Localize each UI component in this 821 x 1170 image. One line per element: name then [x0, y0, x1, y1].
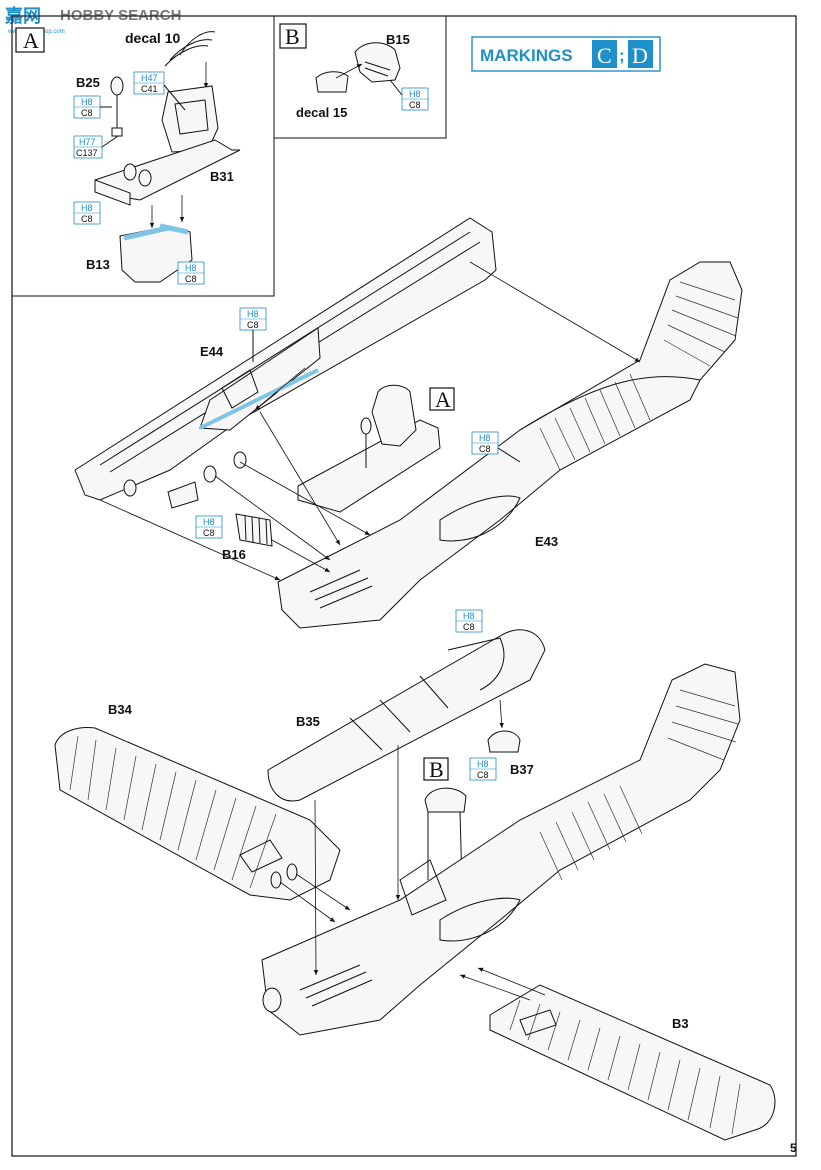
svg-text:H8: H8 — [81, 203, 93, 213]
wing-cowl-assembly: B34 B35 H8 C8 B37 H8 C8 B — [54, 609, 776, 1141]
callout-h8-c8-floor: H8 C8 — [73, 201, 101, 225]
svg-text:C8: C8 — [247, 320, 259, 330]
svg-text:C8: C8 — [479, 444, 491, 454]
left-wing-ribs — [69, 735, 277, 889]
step-a-ref-letter: A — [435, 387, 451, 412]
svg-text:C41: C41 — [141, 84, 158, 94]
fuselage-halves-assembly: E44 H8 C8 A B16 H8 C8 — [74, 217, 743, 629]
callout-h8-c8-b15: H8 C8 — [389, 79, 429, 111]
step-b-letter: B — [285, 24, 300, 49]
svg-text:C8: C8 — [463, 622, 475, 632]
svg-text:C8: C8 — [203, 528, 215, 538]
svg-text:H8: H8 — [463, 611, 475, 621]
svg-text:C8: C8 — [81, 214, 93, 224]
step-b-ref-box — [423, 757, 449, 781]
b25-label: B25 — [76, 75, 100, 90]
svg-text:H8: H8 — [409, 89, 421, 99]
b16-label: B16 — [222, 547, 246, 562]
markings-badge: MARKINGS C ; D — [471, 36, 661, 72]
svg-text:H8: H8 — [185, 263, 197, 273]
callout-h8-c8-b13: H8 C8 — [177, 261, 205, 285]
b35-label: B35 — [296, 714, 320, 729]
markings-letter-d: D — [632, 43, 648, 68]
svg-text:C8: C8 — [185, 274, 197, 284]
svg-text:C8: C8 — [409, 100, 421, 110]
svg-text:C137: C137 — [76, 148, 98, 158]
svg-text:H8: H8 — [247, 309, 259, 319]
svg-text:H8: H8 — [479, 433, 491, 443]
page-number: 5 — [790, 1141, 797, 1155]
inset-b: B B15 decal 15 H8 C8 — [273, 15, 447, 139]
step-b-ref-letter: B — [429, 757, 444, 782]
b31-label: B31 — [210, 169, 234, 184]
svg-text:C8: C8 — [477, 770, 489, 780]
callout-h8-c8-b37: H8 C8 — [469, 757, 497, 781]
step-a-box — [15, 27, 45, 53]
svg-text:H8: H8 — [477, 759, 489, 769]
step-a-ref-box — [429, 387, 455, 411]
svg-text:C8: C8 — [81, 108, 93, 118]
e44-label: E44 — [200, 344, 224, 359]
svg-text:H47: H47 — [141, 73, 158, 83]
callout-h77-c137: H77 C137 — [73, 135, 119, 159]
callout-h8-c8-stick: H8 C8 — [73, 95, 112, 119]
decal-10-label: decal 10 — [125, 30, 180, 46]
callout-h8-c8-e44: H8 C8 — [239, 307, 267, 362]
b3-label: B3 — [672, 1016, 689, 1031]
callout-h47-c41: H47 C41 — [133, 71, 186, 111]
inset-a: A decal 10 B25 B31 B13 H47 C41 — [11, 15, 275, 297]
markings-title: MARKINGS — [480, 46, 573, 65]
svg-text:H8: H8 — [81, 97, 93, 107]
right-wing-ribs — [509, 999, 741, 1135]
b37-label: B37 — [510, 762, 534, 777]
svg-text:H77: H77 — [79, 137, 96, 147]
decal-15-label: decal 15 — [296, 105, 347, 120]
markings-letter-c: C — [597, 43, 612, 68]
callout-h8-c8-b35: H8 C8 — [455, 609, 483, 633]
b34-label: B34 — [108, 702, 133, 717]
b13-label: B13 — [86, 257, 110, 272]
markings-separator: ; — [619, 46, 625, 65]
callout-h8-c8-b16: H8 C8 — [195, 515, 223, 539]
step-b-box — [279, 23, 307, 49]
svg-text:H8: H8 — [203, 517, 215, 527]
callout-h8-c8-e43: H8 C8 — [471, 431, 521, 463]
step-a-letter: A — [23, 28, 39, 53]
bottom-tail-ribs — [539, 689, 739, 881]
e43-label: E43 — [535, 534, 558, 549]
tail-ribs — [539, 281, 739, 471]
b15-label: B15 — [386, 32, 410, 47]
